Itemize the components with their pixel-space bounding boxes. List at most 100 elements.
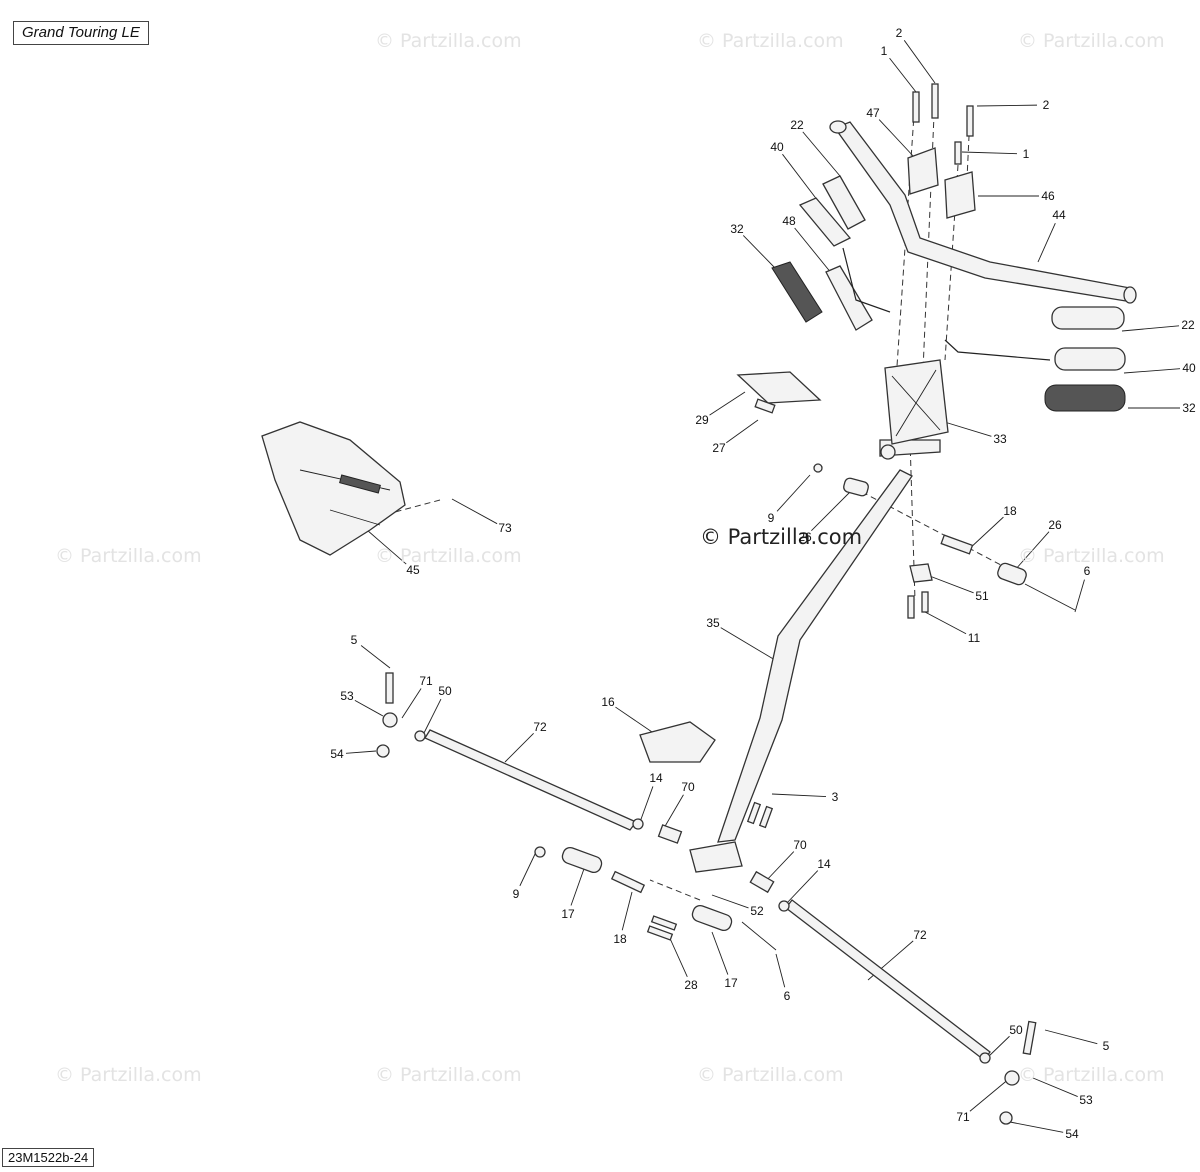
assembly-lines <box>394 91 1021 901</box>
callout-9: 9 <box>512 887 520 901</box>
callout-32: 32 <box>730 222 744 236</box>
callout-2: 2 <box>895 26 903 40</box>
leader-line <box>811 491 851 531</box>
leader-line <box>961 151 1018 155</box>
callout-5: 5 <box>350 633 358 647</box>
tie-rod-right <box>785 899 1037 1125</box>
callout-26: 26 <box>798 530 812 544</box>
watermark-center: © Partzilla.com <box>700 525 863 549</box>
callout-54: 54 <box>330 747 344 761</box>
leader-line <box>742 235 776 269</box>
callout-47: 47 <box>866 106 880 120</box>
leader-line <box>711 931 729 975</box>
callout-9: 9 <box>767 511 775 525</box>
left-grips <box>771 175 891 331</box>
bolts <box>912 83 974 165</box>
callout-46: 46 <box>1041 189 1055 203</box>
callout-17: 17 <box>724 976 738 990</box>
watermark-text: © Partzilla.com <box>55 1064 202 1086</box>
leader-line <box>903 40 936 84</box>
leader-line <box>889 57 917 93</box>
callout-40: 40 <box>1182 361 1196 375</box>
callout-44: 44 <box>1052 208 1066 222</box>
callout-45: 45 <box>406 563 420 577</box>
console-housing <box>261 421 406 556</box>
leader-line <box>360 645 391 669</box>
leader-line <box>1009 1121 1064 1133</box>
callout-27: 27 <box>712 441 726 455</box>
callout-51: 51 <box>975 589 989 603</box>
leader-line <box>451 498 498 525</box>
leader-line <box>1014 531 1050 571</box>
leader-line <box>785 870 819 905</box>
leader-line <box>802 131 841 177</box>
callout-1: 1 <box>880 44 888 58</box>
callout-71: 71 <box>419 674 433 688</box>
callout-72: 72 <box>533 720 547 734</box>
leader-line <box>878 119 916 159</box>
callout-53: 53 <box>1079 1093 1093 1107</box>
leader-line <box>1037 223 1056 263</box>
callout-14: 14 <box>817 857 831 871</box>
leader-lines <box>345 40 1181 1133</box>
callout-18: 18 <box>1003 504 1017 518</box>
callout-17: 17 <box>561 907 575 921</box>
watermark-text: © Partzilla.com <box>1018 545 1165 567</box>
leader-line <box>570 865 586 906</box>
handlebar <box>829 120 1137 304</box>
leader-line <box>763 851 795 884</box>
leader-line <box>720 627 776 661</box>
leader-line <box>1121 325 1180 332</box>
callout-53: 53 <box>340 689 354 703</box>
leader-line <box>1044 1029 1098 1045</box>
callout-33: 33 <box>993 432 1007 446</box>
column-bracket <box>639 721 716 763</box>
right-grips <box>944 306 1126 412</box>
leader-line <box>967 516 1004 551</box>
leader-line <box>926 574 974 594</box>
callout-70: 70 <box>681 780 695 794</box>
leader-line <box>354 699 384 717</box>
callout-40: 40 <box>770 140 784 154</box>
leader-line <box>776 474 811 512</box>
leader-line <box>366 529 407 565</box>
watermark-text: © Partzilla.com <box>697 30 844 52</box>
leader-line <box>711 894 749 909</box>
callout-32: 32 <box>1182 401 1196 415</box>
callout-54: 54 <box>1065 1127 1079 1141</box>
leader-line <box>1123 368 1181 374</box>
callout-50: 50 <box>438 684 452 698</box>
leader-line <box>345 750 377 754</box>
diagram-code: 23M1522b-24 <box>2 1148 95 1167</box>
callout-73: 73 <box>498 521 512 535</box>
callout-72: 72 <box>913 928 927 942</box>
leader-line <box>401 688 422 719</box>
callout-6: 6 <box>1083 564 1091 578</box>
leader-line <box>615 706 656 735</box>
watermark-text: © Partzilla.com <box>375 1064 522 1086</box>
watermark-text: © Partzilla.com <box>697 1064 844 1086</box>
leader-line <box>976 104 1038 107</box>
leader-line <box>771 793 827 798</box>
callout-14: 14 <box>649 771 663 785</box>
leader-line <box>667 933 688 977</box>
callout-16: 16 <box>601 695 615 709</box>
callout-50: 50 <box>1009 1023 1023 1037</box>
leader-line <box>1032 1077 1078 1097</box>
callout-2: 2 <box>1042 98 1050 112</box>
callout-3: 3 <box>831 790 839 804</box>
leader-line <box>969 1077 1011 1112</box>
callout-1: 1 <box>1022 147 1030 161</box>
leader-line <box>423 698 442 734</box>
steering-column <box>689 439 941 873</box>
callout-35: 35 <box>706 616 720 630</box>
callout-28: 28 <box>684 978 698 992</box>
model-label: Grand Touring LE <box>13 21 149 45</box>
callout-71: 71 <box>956 1110 970 1124</box>
watermark-text: © Partzilla.com <box>1018 1064 1165 1086</box>
riser-blocks <box>907 147 976 219</box>
leader-line <box>986 1035 1010 1059</box>
leader-line <box>519 851 537 887</box>
watermark-text: © Partzilla.com <box>1018 30 1165 52</box>
